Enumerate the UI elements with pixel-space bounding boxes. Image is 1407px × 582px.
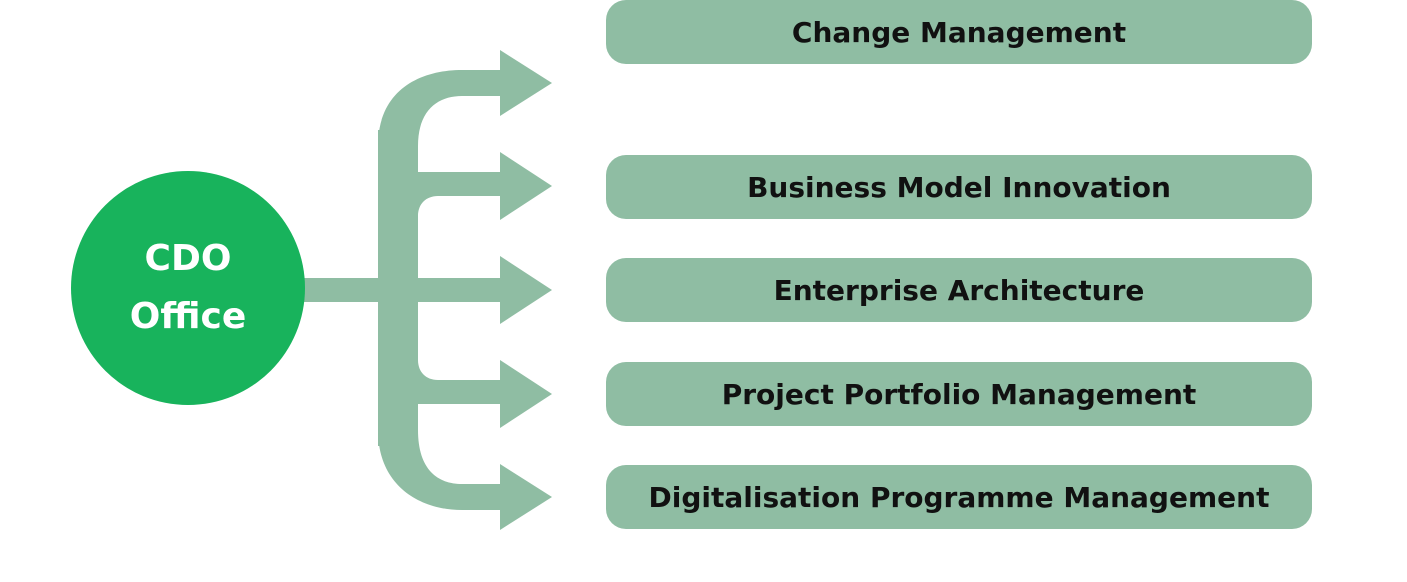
branch-box-project-portfolio-management: Project Portfolio Management (606, 362, 1312, 426)
arrow-head-1 (500, 50, 552, 116)
branch-box-business-model-innovation: Business Model Innovation (606, 155, 1312, 219)
hub-label-line1: CDO (144, 238, 232, 279)
cdo-office-node: CDO Office (71, 171, 305, 405)
arrow-head-2 (500, 152, 552, 220)
branch-connector-4 (418, 360, 500, 404)
branch-box-enterprise-architecture: Enterprise Architecture (606, 258, 1312, 322)
hub-label-line2: Office (129, 296, 247, 337)
branch-connector-3 (418, 278, 500, 302)
trunk-connector (300, 278, 390, 302)
branch-connector-2 (418, 172, 500, 216)
vertical-bus (378, 130, 418, 446)
arrow-head-5 (500, 464, 552, 530)
arrow-head-4 (500, 360, 552, 428)
branch-connector-1 (378, 70, 500, 146)
branch-box-digitalisation-programme-management: Digitalisation Programme Management (606, 465, 1312, 529)
branch-connector-5 (378, 430, 500, 510)
arrow-head-3 (500, 256, 552, 324)
branch-box-change-management: Change Management (606, 0, 1312, 64)
